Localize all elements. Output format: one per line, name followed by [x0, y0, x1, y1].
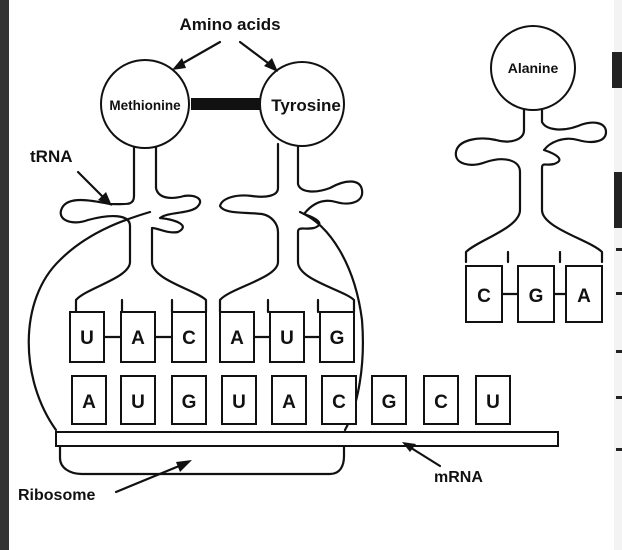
amino-acids-arrows — [172, 40, 278, 72]
trna-anticodon-arm — [506, 250, 562, 264]
trna-alanine — [454, 108, 608, 264]
trna-label: tRNA — [30, 147, 73, 166]
trna-anticodon-arm — [266, 298, 320, 314]
methionine-amino-acid — [100, 59, 190, 149]
mrna-base-label: U — [232, 392, 246, 413]
anticodon-base: G — [517, 265, 555, 323]
anticodon-base: U — [269, 311, 305, 363]
mrna-base: C — [423, 375, 459, 425]
trna-stem — [540, 108, 608, 264]
trna-methionine — [59, 142, 208, 314]
mrna-base: U — [475, 375, 511, 425]
anticodon-base-label: U — [280, 328, 294, 349]
methionine-anticodon: U A C — [69, 311, 207, 363]
mrna-base: G — [171, 375, 207, 425]
alanine-amino-acid — [490, 25, 576, 111]
mrna-strand — [55, 431, 559, 447]
mrna-base: U — [120, 375, 156, 425]
arrow-head-icon — [176, 460, 192, 472]
mrna-base: A — [271, 375, 307, 425]
trna-stem — [218, 142, 280, 314]
anticodon-base: G — [319, 311, 355, 363]
ribosome-label: Ribosome — [18, 487, 95, 504]
alanine-anticodon: C G A — [465, 265, 603, 323]
anticodon-base: A — [219, 311, 255, 363]
anticodon-base-label: C — [477, 286, 491, 307]
mrna-base-label: G — [182, 392, 197, 413]
anticodon-base-label: C — [182, 328, 196, 349]
arrow-line — [114, 462, 186, 494]
anticodon-base-label: U — [80, 328, 94, 349]
mrna-base: G — [371, 375, 407, 425]
anticodon-base-label: G — [529, 286, 544, 307]
trna-arrow — [76, 170, 112, 206]
tyrosine-label: Tyrosine — [271, 96, 341, 115]
amino-acids-label: Amino acids — [179, 15, 280, 34]
anticodon-base: U — [69, 311, 105, 363]
ribosome-small-subunit — [58, 443, 346, 476]
arrow-line — [406, 444, 442, 468]
mrna-base-label: U — [131, 392, 145, 413]
mrna-base: A — [71, 375, 107, 425]
trna-stem — [296, 142, 364, 314]
trna-stem — [59, 142, 136, 314]
mrna-base-label: A — [82, 392, 96, 413]
arrow-head-icon — [98, 192, 112, 206]
mrna-base: C — [321, 375, 357, 425]
mrna-base: U — [221, 375, 257, 425]
trna-stem — [454, 108, 526, 264]
anticodon-base: A — [565, 265, 603, 323]
arrow-head-icon — [402, 442, 416, 452]
mrna-base-label: C — [434, 392, 448, 413]
trna-stem — [150, 142, 208, 314]
mrna-label: mRNA — [434, 469, 483, 486]
anticodon-base-label: G — [330, 328, 345, 349]
left-frame-edge — [0, 0, 9, 550]
arrow-to-tyrosine — [238, 40, 274, 68]
anticodon-base: C — [465, 265, 503, 323]
right-frame-edge — [614, 0, 622, 550]
mrna-codon-row: A U G U A C G C U — [71, 375, 511, 425]
methionine-label: Methionine — [109, 98, 181, 113]
mrna-base-label: U — [486, 392, 500, 413]
anticodon-base-label: A — [577, 286, 591, 307]
anticodon-base: C — [171, 311, 207, 363]
alanine-label: Alanine — [508, 60, 559, 76]
trna-anticodon-arm — [120, 298, 174, 314]
mrna-base-label: G — [382, 392, 397, 413]
mrna-arrow — [402, 442, 442, 468]
arrow-line — [76, 170, 108, 202]
ribosome-arrow — [114, 460, 192, 494]
tyrosine-anticodon: A U G — [219, 311, 355, 363]
arrow-head-icon — [172, 58, 186, 70]
trna-tyrosine — [218, 142, 364, 314]
mrna-base-label: C — [332, 392, 346, 413]
anticodon-base-label: A — [230, 328, 244, 349]
peptide-bond — [191, 98, 260, 110]
arrow-head-icon — [264, 58, 278, 72]
mrna-base-label: A — [282, 392, 296, 413]
right-edge-marks — [612, 52, 622, 451]
arrow-to-methionine — [176, 40, 222, 68]
anticodon-base: A — [120, 311, 156, 363]
anticodon-base-label: A — [131, 328, 145, 349]
